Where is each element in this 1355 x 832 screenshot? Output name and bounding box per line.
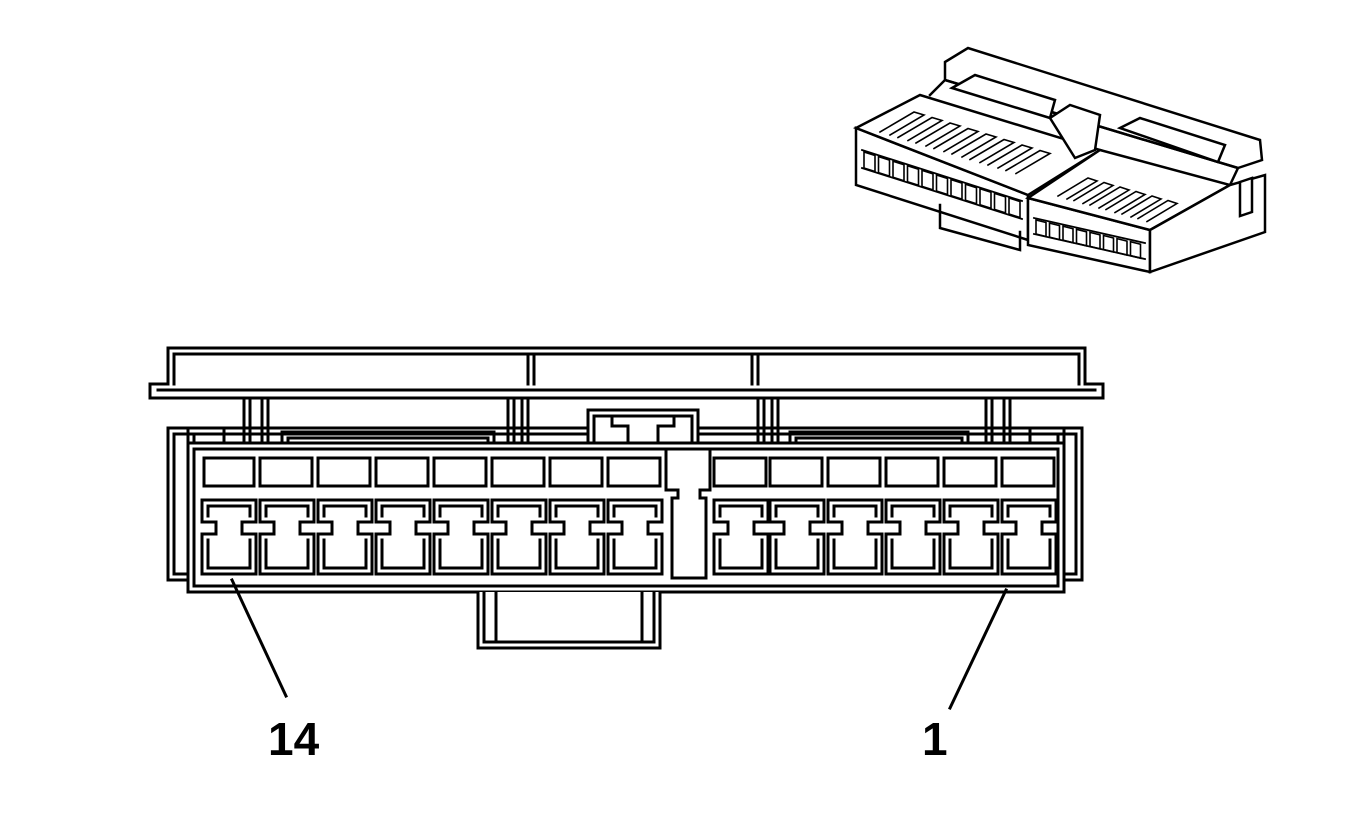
terminal-cavity: [770, 500, 824, 574]
inset-slot: [1090, 187, 1129, 208]
inset-cavity: [951, 180, 962, 200]
inset-slot: [970, 140, 1014, 163]
upper-window: [770, 458, 822, 486]
inset-cavity: [1131, 242, 1141, 259]
terminal-cavity: [376, 500, 430, 574]
inset-slot: [988, 145, 1032, 168]
inset-cavity: [1090, 232, 1100, 249]
pin-label-1: 1: [922, 713, 948, 765]
upper-window: [714, 458, 766, 486]
upper-window: [886, 458, 938, 486]
terminal-cavity: [1002, 500, 1056, 574]
inset-slot: [898, 118, 942, 141]
upper-window: [492, 458, 544, 486]
inset-cavity: [937, 175, 948, 195]
inset-cavity: [922, 170, 933, 190]
inset-slot: [916, 123, 960, 146]
upper-window: [944, 458, 996, 486]
terminal-cavity: [828, 500, 882, 574]
terminal-cavity: [492, 500, 546, 574]
upper-window: [550, 458, 602, 486]
inset-cavity: [966, 184, 977, 204]
terminal-cavity: [714, 500, 768, 574]
pin-label-14: 14: [268, 713, 320, 765]
inset-slot: [1074, 183, 1113, 204]
upper-window: [434, 458, 486, 486]
upper-window: [260, 458, 312, 486]
connector-front-view: [150, 348, 1103, 708]
inset-cavity: [908, 166, 919, 186]
upper-window: [608, 458, 660, 486]
upper-window: [828, 458, 880, 486]
terminal-cavity: [318, 500, 372, 574]
inset-cavity: [1050, 223, 1060, 240]
inset-cavity: [893, 161, 904, 181]
inset-cavity: [995, 193, 1006, 213]
inset-slot: [1122, 196, 1161, 217]
terminal-cavity: [434, 500, 488, 574]
terminal-cavity: [886, 500, 940, 574]
terminal-cavity: [260, 500, 314, 574]
inset-cavity: [1104, 236, 1114, 253]
inset-cavity: [1009, 198, 1020, 218]
upper-window: [318, 458, 370, 486]
terminal-cavity: [944, 500, 998, 574]
inset-slot: [934, 129, 978, 152]
terminal-cavity: [550, 500, 604, 574]
inset-cavity: [864, 152, 875, 172]
connector-isometric-inset: [856, 48, 1265, 272]
terminal-cavity: [202, 500, 256, 574]
upper-window: [204, 458, 254, 486]
inset-cavity: [1036, 220, 1046, 237]
upper-window: [376, 458, 428, 486]
inset-slot: [880, 112, 924, 135]
inset-slot: [1106, 192, 1145, 213]
inset-cavity: [879, 157, 890, 177]
inset-cavity: [1077, 229, 1087, 246]
upper-window: [1002, 458, 1054, 486]
inset-slot: [952, 134, 996, 157]
inset-cavity: [1117, 239, 1127, 256]
inset-slot: [1058, 178, 1097, 199]
inset-slot: [1006, 151, 1050, 174]
inset-cavity: [980, 189, 991, 209]
leader-line-pin-1: [950, 590, 1006, 708]
terminal-cavity: [608, 500, 662, 574]
inset-cavity: [1063, 226, 1073, 243]
inset-slot: [1138, 201, 1177, 222]
leader-line-pin-14: [232, 580, 286, 696]
